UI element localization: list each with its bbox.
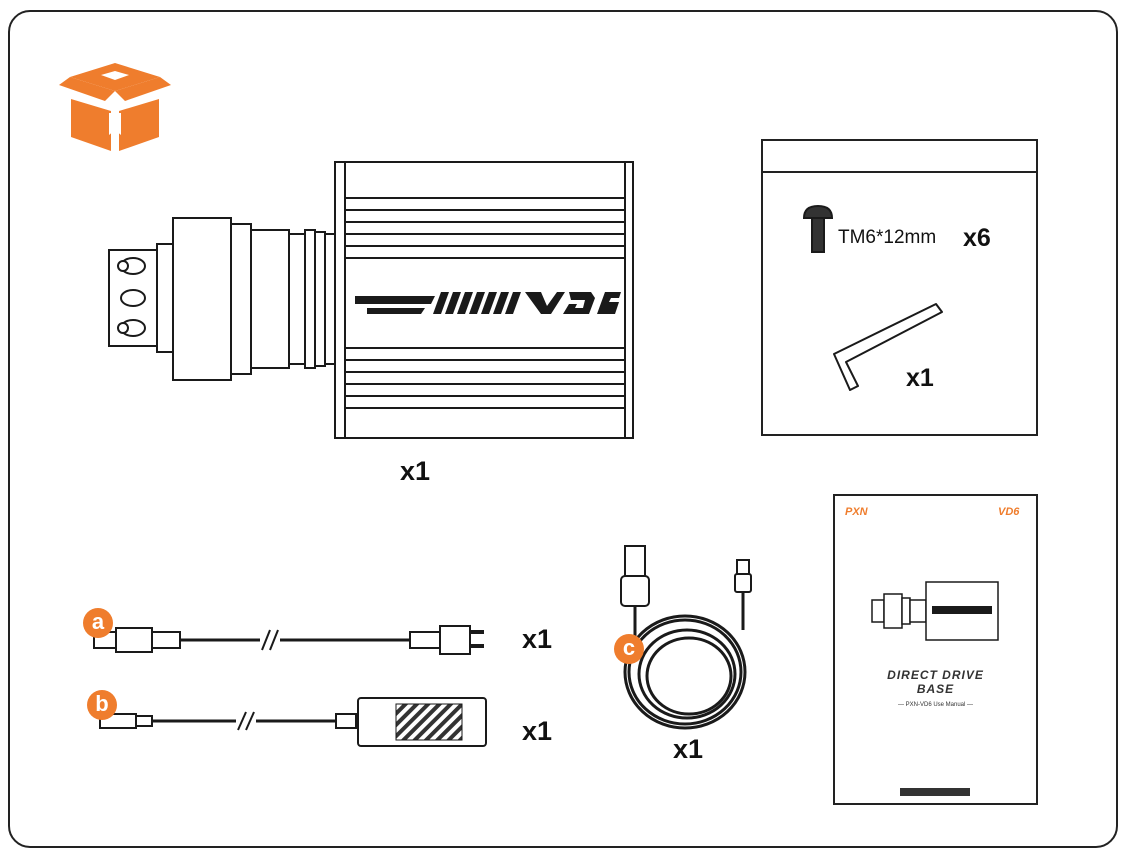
manual-barcode: [900, 788, 970, 796]
manual-model-label: VD6: [998, 506, 1020, 518]
screw-qty: x6: [963, 224, 991, 252]
contents-frame: [8, 10, 1118, 848]
manual-brand-logo: PXN: [845, 506, 868, 518]
power-cord-qty: x1: [522, 624, 553, 654]
manual-cover-product-image: [871, 581, 999, 641]
hex-key-qty: x1: [906, 364, 934, 392]
screw-icon: [802, 204, 834, 253]
user-manual: [833, 494, 1038, 805]
vd6-logo-mark: [355, 292, 621, 314]
manual-title-line1: DIRECT DRIVE: [887, 668, 984, 682]
screw-spec-label: TM6*12mm: [838, 227, 937, 248]
manual-subtitle: — PXN-VD6 Use Manual —: [897, 702, 974, 708]
usb-cable-image: [620, 545, 752, 730]
manual-title-line2: BASE: [916, 682, 955, 696]
power-adapter-qty: x1: [522, 716, 553, 746]
hex-key-icon: [833, 303, 943, 391]
bag-seal: [763, 141, 1036, 173]
badge-a: a: [83, 608, 113, 638]
hardware-bag: [761, 139, 1038, 436]
wheel-base-image: [108, 161, 634, 439]
wheel-base-qty: x1: [400, 456, 431, 486]
usb-cable-qty: x1: [673, 734, 704, 764]
badge-c: c: [614, 634, 644, 664]
badge-b: b: [87, 690, 117, 720]
package-box-icon: [59, 63, 171, 151]
manual-title: DIRECT DRIVE BASE: [838, 668, 1033, 696]
power-adapter-image: [99, 697, 487, 747]
power-cord-image: [93, 625, 484, 655]
